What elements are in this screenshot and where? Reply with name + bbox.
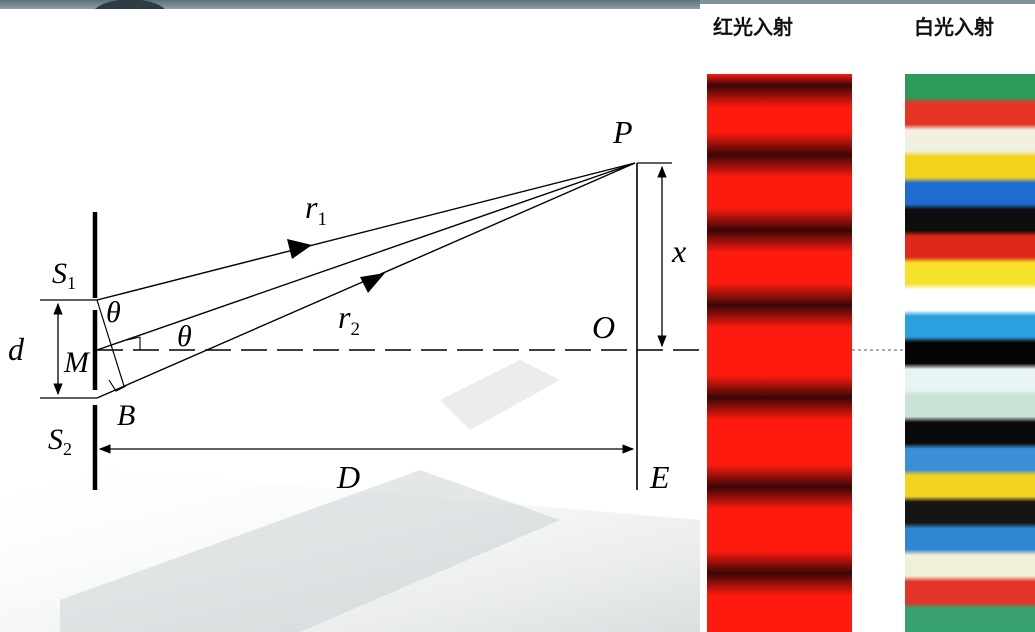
background-shade-2	[60, 470, 560, 632]
right-angle-mark-b	[108, 379, 127, 392]
label-d: d	[8, 331, 25, 367]
label-b: B	[117, 399, 135, 432]
label-theta-top: θ	[106, 296, 121, 329]
top-right-bar	[700, 0, 1035, 4]
ray-r1	[96, 162, 636, 301]
perpendicular-s1-b	[96, 299, 125, 387]
caption-white-light: 白光入射	[914, 15, 994, 39]
label-s2: S2	[48, 423, 72, 459]
label-o: O	[592, 309, 615, 345]
label-d-distance: D	[336, 459, 360, 495]
label-p: P	[612, 114, 633, 150]
red-fringe-pattern	[707, 74, 852, 632]
white-fringe-pattern	[905, 74, 1035, 632]
ray-r2-arrowhead	[360, 273, 385, 293]
label-e: E	[649, 459, 670, 495]
label-m: M	[63, 346, 91, 379]
top-bar-curve	[95, 0, 165, 9]
top-bar	[0, 0, 700, 9]
caption-red-light: 红光入射	[713, 15, 793, 39]
ray-r1-arrowhead	[287, 239, 312, 259]
angle-mark-m-top	[126, 336, 141, 341]
label-x: x	[671, 233, 686, 269]
label-s1: S1	[52, 257, 76, 293]
label-r1: r1	[305, 189, 327, 230]
label-theta-mid: θ	[177, 320, 192, 353]
background-shade	[0, 460, 700, 632]
ray-center	[96, 162, 636, 351]
label-r2: r2	[338, 299, 360, 340]
background-shade-3	[440, 360, 560, 430]
